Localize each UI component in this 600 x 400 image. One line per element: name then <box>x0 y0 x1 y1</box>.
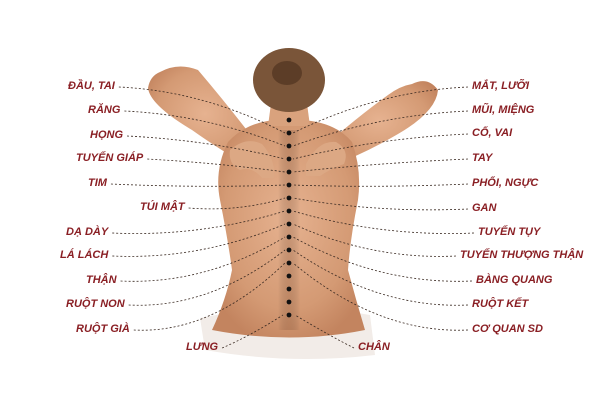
connector-line-left-9 <box>128 249 286 306</box>
label-right-3: TAY <box>472 152 493 164</box>
label-right-10: CƠ QUAN SD <box>472 323 543 335</box>
spine-point-10 <box>286 247 292 253</box>
connector-line-right-9 <box>292 249 469 306</box>
label-left-9: RUỘT NON <box>66 298 125 310</box>
spine-point-2 <box>286 143 292 149</box>
label-right-2: CỔ, VAI <box>472 127 513 139</box>
label-right-5: GAN <box>472 202 497 214</box>
spine-points <box>286 117 292 318</box>
label-left-4: TIM <box>88 177 107 189</box>
hair-bun-shape <box>272 61 302 85</box>
label-left-10: RUỘT GIÀ <box>76 323 130 335</box>
spine-point-14 <box>286 299 292 305</box>
connector-line-left-1 <box>124 110 286 147</box>
connector-line-right-11 <box>294 314 355 349</box>
label-right-4: PHỔI, NGỰC <box>472 177 539 189</box>
connector-line-left-0 <box>118 86 286 134</box>
spine-point-6 <box>286 195 292 201</box>
connector-line-left-5 <box>188 197 286 210</box>
connector-line-right-0 <box>292 86 469 134</box>
label-right-8: BÀNG QUANG <box>476 274 553 286</box>
connector-line-right-3 <box>292 158 469 173</box>
connector-line-left-4 <box>110 183 286 187</box>
connector-line-left-2 <box>126 135 286 160</box>
label-left-7: LÁ LÁCH <box>60 249 109 261</box>
spine-point-11 <box>286 260 292 266</box>
spine-shading <box>278 130 300 330</box>
connector-line-right-4 <box>292 183 469 187</box>
label-right-9: RUỘT KẾT <box>472 298 529 310</box>
connector-line-right-6 <box>292 210 475 234</box>
connector-line-right-8 <box>292 236 473 282</box>
label-left-3: TUYẾN GIÁP <box>76 152 144 164</box>
connector-lines <box>110 86 475 349</box>
spine-point-13 <box>286 286 292 292</box>
spine-point-8 <box>286 221 292 227</box>
connector-line-left-11 <box>221 314 284 349</box>
connector-line-right-10 <box>292 262 469 331</box>
connector-line-right-5 <box>292 197 469 211</box>
left-hand-shape <box>229 141 275 178</box>
label-left-8: THẬN <box>86 274 117 286</box>
spine-point-3 <box>286 156 292 162</box>
label-right-0: MẮT, LƯỠI <box>472 80 530 92</box>
label-left-6: DẠ DÀY <box>66 226 109 238</box>
label-left-0: ĐẦU, TAI <box>68 80 115 92</box>
label-right-7: TUYẾN THƯỢNG THẬN <box>460 249 584 261</box>
label-right-6: TUYẾN TỤY <box>478 226 541 238</box>
label-left-1: RĂNG <box>88 104 121 116</box>
connector-line-right-1 <box>292 110 469 147</box>
spine-point-7 <box>286 208 292 214</box>
right-hand-shape <box>306 141 346 176</box>
connector-line-right-2 <box>292 133 469 160</box>
label-left-2: HỌNG <box>90 129 123 141</box>
connector-line-left-6 <box>112 210 286 234</box>
label-left-5: TÚI MẬT <box>140 201 185 213</box>
spine-point-0 <box>286 117 292 123</box>
spine-point-15 <box>286 312 292 318</box>
connector-line-left-8 <box>120 236 286 282</box>
spine-point-12 <box>286 273 292 279</box>
spine-point-1 <box>286 130 292 136</box>
label-left-11: LƯNG <box>186 341 219 353</box>
spine-point-5 <box>286 182 292 188</box>
connector-line-left-7 <box>112 223 286 257</box>
spine-point-9 <box>286 234 292 240</box>
spine-point-4 <box>286 169 292 175</box>
label-right-1: MŨI, MIỆNG <box>472 104 535 116</box>
label-right-11: CHÂN <box>358 341 390 353</box>
